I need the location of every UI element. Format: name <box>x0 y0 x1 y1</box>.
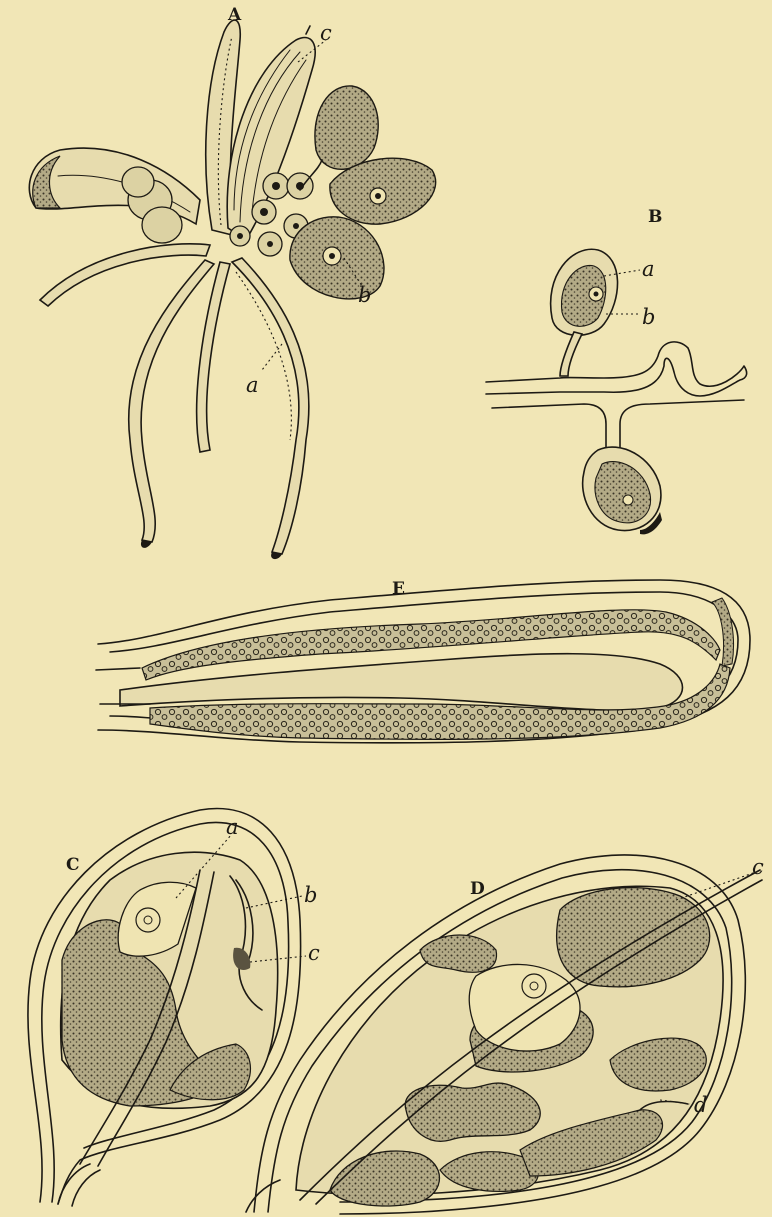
figure-e-label: E <box>392 579 405 599</box>
figure-b <box>486 249 747 534</box>
figure-d-part-d: d <box>694 1093 707 1117</box>
figure-a-label: A <box>227 5 242 25</box>
figure-c-part-a: a <box>226 815 239 839</box>
figure-b-label: B <box>648 207 662 227</box>
figure-d-part-c: c <box>752 855 764 879</box>
figure-c-part-b: b <box>304 883 317 907</box>
figure-a-part-b: b <box>358 283 371 307</box>
figure-a-part-c: c <box>320 21 332 45</box>
figure-c-label: C <box>66 855 80 875</box>
figure-d-label: D <box>470 879 485 899</box>
figure-b-part-a: a <box>642 257 655 281</box>
figure-a-part-a: a <box>246 373 259 397</box>
figure-d <box>246 855 762 1214</box>
leader-a-a <box>262 344 282 370</box>
figure-a <box>29 20 435 559</box>
figure-e <box>96 580 750 743</box>
figure-c-part-c: c <box>308 941 320 965</box>
figure-b-part-b: b <box>642 305 655 329</box>
